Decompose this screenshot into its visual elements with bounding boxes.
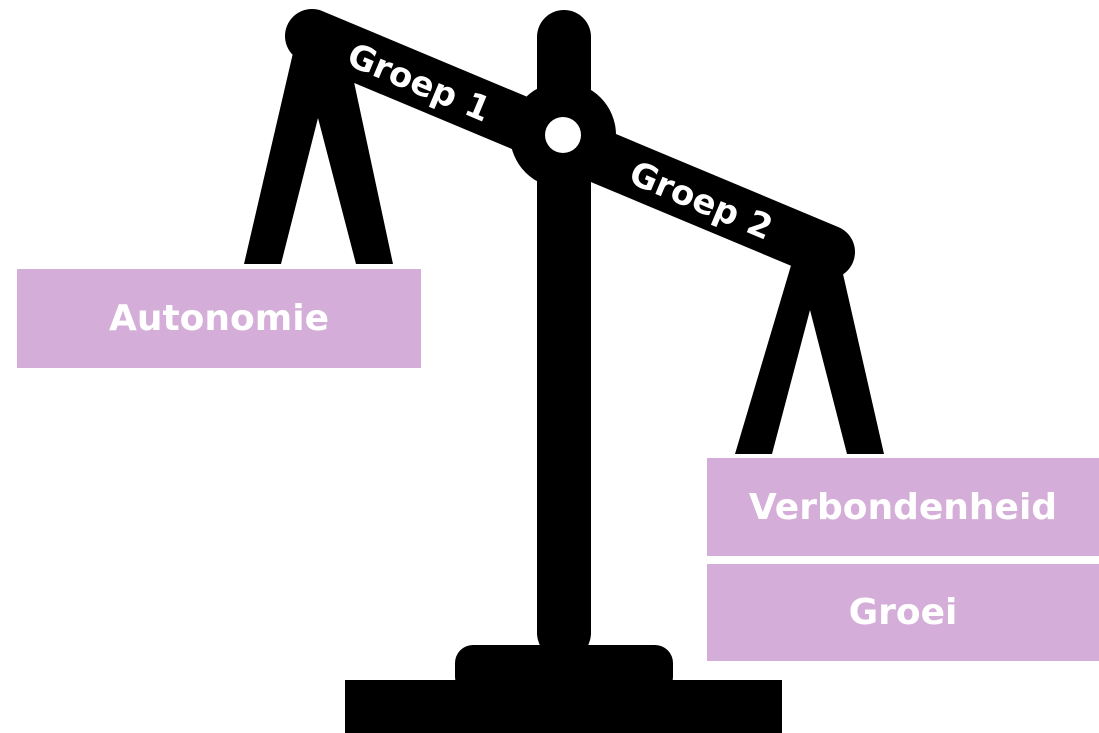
box-verbondenheid-label: Verbondenheid: [748, 486, 1058, 528]
box-groei-label: Groei: [848, 592, 958, 633]
box-groei: Groei: [707, 564, 1099, 661]
box-autonomie-label: Autonomie: [108, 298, 330, 339]
right-pan-hanger: [735, 252, 884, 454]
left-pan-hanger: [244, 40, 393, 264]
scale-base-top: [455, 645, 673, 695]
box-autonomie: Autonomie: [17, 269, 421, 368]
pivot-hole: [545, 117, 581, 153]
box-verbondenheid: Verbondenheid: [707, 458, 1099, 556]
